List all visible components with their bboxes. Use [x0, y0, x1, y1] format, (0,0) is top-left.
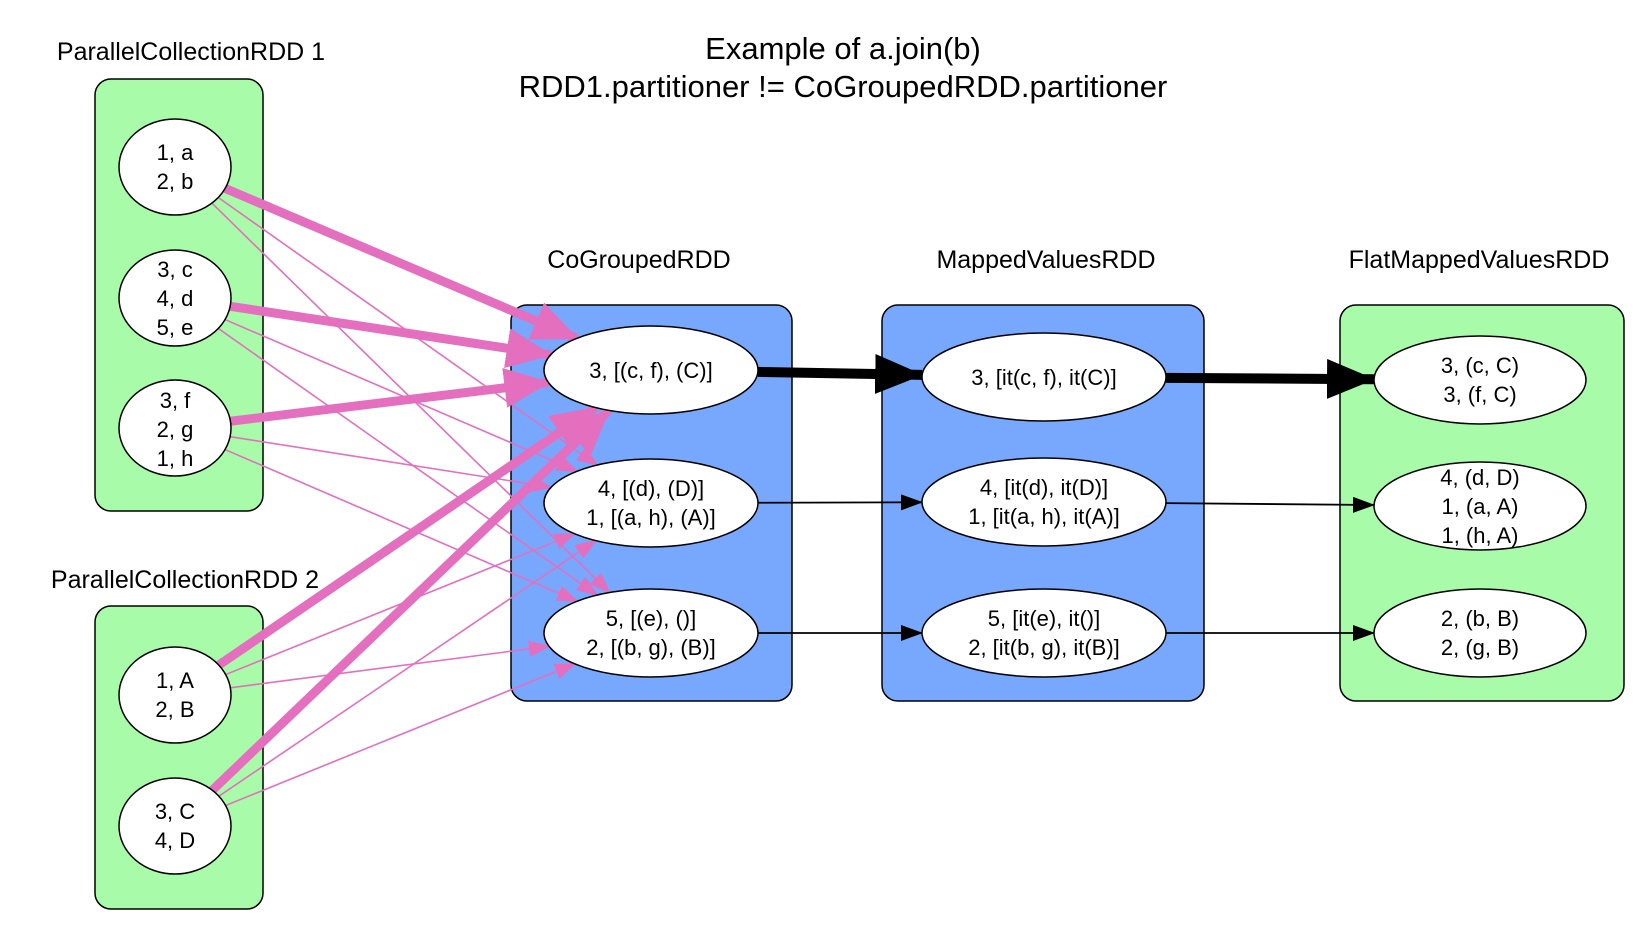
edge-pc1_0-to-cg_1: [217, 196, 599, 467]
group-label-cg: CoGroupedRDD: [547, 246, 730, 274]
partition-fmv-0-line-2: 3, (f, C): [1443, 382, 1516, 407]
edge-pc2_1-to-cg_1: [218, 539, 598, 797]
partition-pc2-0-line-1: 1, A: [156, 668, 194, 693]
partition-pc1-0-line-2: 2, b: [157, 169, 194, 194]
partition-pc1-1-line-1: 3, c: [157, 257, 192, 282]
group-label-fmv: FlatMappedValuesRDD: [1349, 246, 1610, 274]
partition-pc1-0-line-1: 1, a: [157, 140, 194, 165]
edge-cg_0-to-mv_0: [757, 353, 924, 394]
partition-mv-1-line-1: 4, [it(d), it(D)]: [980, 475, 1108, 500]
edge-pc2_0-to-cg_2: [230, 640, 551, 689]
partition-pc1-2: 3, f 2, g 1, h: [118, 379, 232, 477]
partition-mv-1-line-2: 1, [it(a, h), it(A)]: [968, 504, 1120, 529]
group-label-mv: MappedValuesRDD: [936, 246, 1155, 274]
partition-pc2-1: 3, C 4, D: [118, 777, 232, 875]
node-layer: 1, a 2, b 3, c 4, d 5, e 3, f 2, g 1, h …: [118, 118, 1587, 875]
partition-mv-0-line-1: 3, [it(c, f), it(C)]: [971, 365, 1116, 390]
partition-fmv-0-line-1: 3, (c, C): [1441, 353, 1519, 378]
partition-cg-1-line-1: 4, [(d), (D)]: [598, 476, 704, 501]
partition-mv-2-line-1: 5, [it(e), it()]: [988, 606, 1100, 631]
edge-pc2_1-to-cg_2: [225, 663, 577, 807]
group-label-pc1: ParallelCollectionRDD 1: [57, 38, 325, 66]
edge-pc1_2-to-cg_1: [229, 435, 554, 493]
partition-fmv-1-line-1: 4, (d, D): [1440, 465, 1519, 490]
partition-pc2-0: 1, A 2, B: [118, 646, 232, 744]
partition-cg-2: 5, [(e), ()] 2, [(b, g), (B)]: [543, 588, 759, 678]
edge-layer: [209, 184, 1376, 807]
partition-fmv-2: 2, (b, B) 2, (g, B): [1373, 588, 1587, 678]
edge-mv_0-to-fmv_0: [1165, 358, 1376, 399]
partition-fmv-1-line-2: 1, (a, A): [1441, 494, 1518, 519]
edge-pc1_2-to-cg_2: [224, 448, 579, 602]
partition-fmv-1-line-3: 1, (h, A): [1441, 523, 1518, 548]
partition-cg-2-line-2: 2, [(b, g), (B)]: [586, 635, 716, 660]
partition-pc1-2-line-3: 1, h: [157, 446, 194, 471]
partition-pc2-0-line-2: 2, B: [155, 697, 194, 722]
partition-pc1-2-line-2: 2, g: [157, 417, 194, 442]
diagram-title-line-1: Example of a.join(b): [705, 31, 981, 66]
partition-pc1-2-line-1: 3, f: [160, 388, 191, 413]
partition-fmv-1: 4, (d, D) 1, (a, A) 1, (h, A): [1373, 461, 1587, 551]
partition-pc1-1-line-2: 4, d: [157, 286, 194, 311]
partition-cg-1: 4, [(d), (D)] 1, [(a, h), (A)]: [543, 458, 759, 548]
partition-cg-0-line-1: 3, [(c, f), (C)]: [589, 358, 712, 383]
partition-fmv-0: 3, (c, C) 3, (f, C): [1373, 335, 1587, 425]
partition-pc2-1-line-1: 3, C: [155, 799, 195, 824]
edge-pc1_0-to-cg_0: [223, 184, 579, 343]
edge-pc1_1-to-cg_1: [224, 318, 579, 472]
edge-pc1_0-to-cg_2: [211, 202, 611, 594]
partition-fmv-2-line-1: 2, (b, B): [1441, 606, 1519, 631]
edge-pc1_2-to-cg_0: [229, 367, 551, 426]
partition-cg-2-line-1: 5, [(e), ()]: [606, 606, 696, 631]
edge-pc2_0-to-cg_0: [216, 403, 599, 669]
edge-mv_1-to-fmv_1: [1165, 496, 1376, 513]
partition-pc1-0: 1, a 2, b: [118, 118, 232, 216]
group-label-pc2: ParallelCollectionRDD 2: [51, 566, 319, 594]
partition-mv-0: 3, [it(c, f), it(C)]: [921, 332, 1167, 422]
edge-pc2_0-to-cg_1: [225, 533, 577, 676]
partition-pc2-1-line-2: 4, D: [155, 828, 195, 853]
partition-cg-0: 3, [(c, f), (C)]: [543, 325, 759, 415]
partition-pc1-1: 3, c 4, d 5, e: [118, 249, 232, 347]
partition-mv-1: 4, [it(d), it(D)] 1, [it(a, h), it(A)]: [921, 457, 1167, 547]
partition-mv-2: 5, [it(e), it()] 2, [it(b, g), it(B)]: [921, 588, 1167, 678]
partition-cg-1-line-2: 1, [(a, h), (A)]: [586, 505, 716, 530]
partition-fmv-2-line-2: 2, (g, B): [1441, 635, 1519, 660]
partition-pc1-1-line-3: 5, e: [157, 315, 194, 340]
edge-pc1_1-to-cg_0: [229, 301, 553, 369]
diagram-title-line-2: RDD1.partitioner != CoGroupedRDD.partiti…: [519, 69, 1168, 104]
partition-mv-2-line-2: 2, [it(b, g), it(B)]: [968, 635, 1120, 660]
